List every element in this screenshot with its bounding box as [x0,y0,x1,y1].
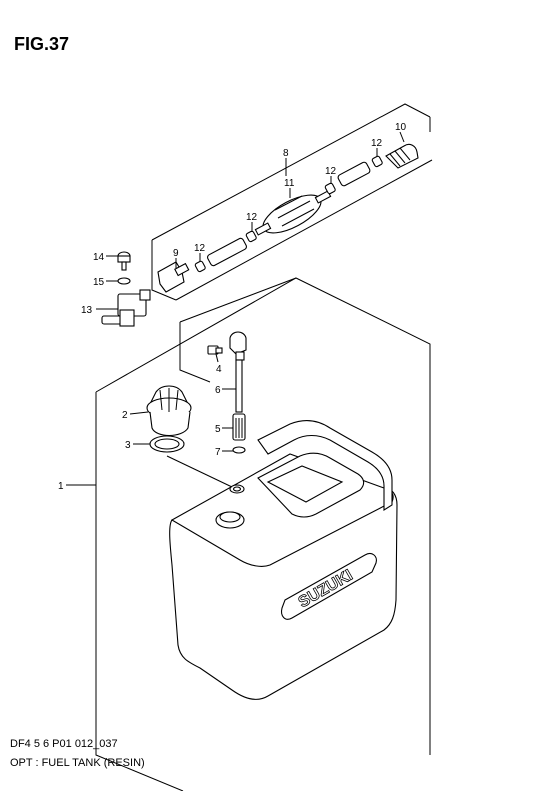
callout-12d: 12 [371,138,383,149]
diagram-code: DF4 5 6 P01 012_037 [10,738,118,750]
pickup-tube [235,359,243,413]
leader-lines [66,131,405,486]
tank-cap [146,385,192,437]
callout-7: 7 [215,447,221,458]
callout-12c: 12 [325,166,337,177]
callout-12b: 12 [246,212,258,223]
callout-4: 4 [216,364,222,375]
callout-10: 10 [395,122,407,133]
callout-2: 2 [122,410,128,421]
tube-subframe-top [179,277,297,323]
figure-title: FIG.37 [14,34,70,54]
hose-frame-left [151,240,177,301]
fitting-washer [117,277,131,285]
hose-frame-top [151,103,431,241]
callout-6: 6 [215,385,221,396]
diagram-description: OPT : FUEL TANK (RESIN) [10,757,145,769]
callout-11: 11 [284,178,295,189]
callout-12a: 12 [194,243,206,254]
tube-subframe-left [179,322,211,383]
tank-frame-left [95,482,184,791]
callout-15: 15 [93,277,105,288]
callout-3: 3 [125,440,131,451]
callout-14: 14 [93,252,105,263]
callout-5: 5 [215,424,221,435]
tank-frame-top [95,277,431,755]
callout-13: 13 [81,305,93,316]
tank-side-fitting [101,289,151,327]
fuel-pickup-elbow [229,331,247,361]
pickup-o-ring [232,446,246,454]
fuel-hose-assembly [157,143,419,293]
callout-9: 9 [173,248,179,259]
pickup-filter [232,413,246,441]
hose-frame-bottom [175,159,433,301]
callout-8: 8 [283,148,289,159]
pickup-connector [207,345,223,355]
callout-1: 1 [58,481,64,492]
fuel-tank: SUZUKI [169,419,398,700]
fitting-bolt [117,251,131,271]
